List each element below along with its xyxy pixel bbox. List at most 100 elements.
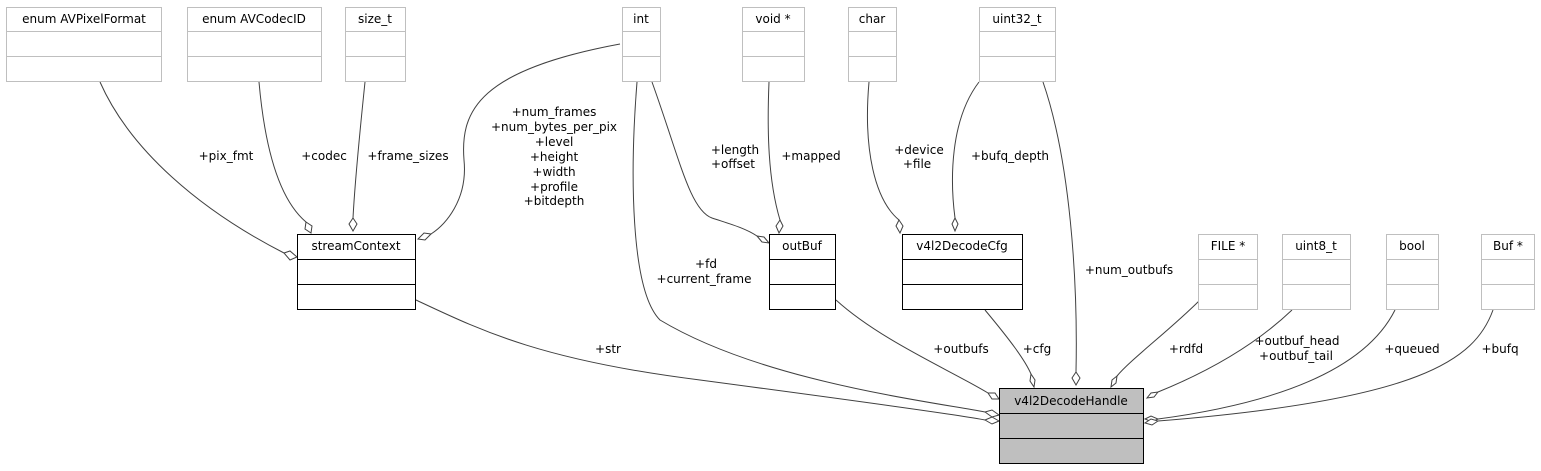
class-name: Buf * [1493,239,1523,253]
diamond-bufq-depth [951,216,959,233]
label-cfg: +cfg [1023,342,1052,356]
class-name: size_t [358,12,392,26]
label-str: +str [595,342,621,356]
class-name: enum AVPixelFormat [22,12,146,26]
label-uint8-handle: +outbuf_head +outbuf_tail [1254,334,1339,363]
edge-labels: +pix_fmt +codec +frame_sizes +num_frames… [199,105,1519,363]
edge-bufq [1157,309,1494,422]
label-bufq: +bufq [1481,342,1518,356]
class-node-bool[interactable]: bool [1386,234,1439,310]
diamond-num-outbufs [1071,371,1081,387]
diamond-char-cfg [895,219,904,235]
diamond-bufq [1143,418,1160,426]
class-name: uint32_t [992,12,1042,26]
edge-cfg [984,309,1032,375]
diamond-pix-fmt [283,250,298,261]
class-node-buf-ptr[interactable]: Buf * [1481,234,1535,310]
class-node-outbuf[interactable]: outBuf [769,234,836,310]
diamond-mapped [775,219,784,235]
class-name: void * [755,12,790,26]
diamond-uint8-handle [1145,391,1160,399]
class-name: FILE * [1211,239,1246,253]
class-name: streamContext [311,239,400,253]
class-node-avcodecid[interactable]: enum AVCodecID [187,7,322,82]
diamond-cfg [1029,372,1036,389]
label-rdfd: +rdfd [1169,342,1203,356]
diamond-int-stream [416,232,433,241]
label-int-stream-line: +height [530,150,579,164]
label-char-cfg-line: +device [894,143,943,157]
edge-outbufs [835,299,989,394]
label-int-stream-line: +num_frames [512,105,597,119]
edge-uint8-handle [1157,309,1293,393]
label-int-stream-line: +width [532,165,575,179]
class-node-int[interactable]: int [622,7,661,82]
edge-frame-sizes [352,81,366,219]
class-node-avpixelformat[interactable]: enum AVPixelFormat [6,7,162,82]
label-char-cfg-line: +file [903,157,931,171]
diamond-codec [304,221,313,234]
class-name: int [633,12,649,26]
class-node-void-ptr[interactable]: void * [742,7,805,82]
edge-num-outbufs [1042,81,1077,373]
diamond-rdfd [1110,374,1118,389]
class-node-char[interactable]: char [848,7,897,82]
label-int-handle-line: +fd [695,257,717,271]
label-int-handle-line: +current_frame [657,272,752,286]
label-char-cfg: +device +file [894,143,943,171]
class-name: bool [1399,239,1425,253]
edge-int-stream [430,43,621,235]
label-int-outbuf-line: +offset [711,157,755,171]
label-int-handle: +fd +current_frame [657,257,752,286]
class-node-uint8-t[interactable]: uint8_t [1282,234,1351,310]
class-node-streamcontext[interactable]: streamContext [297,234,416,310]
edge-int-handle [632,81,986,413]
label-int-outbuf-line: +length [711,143,759,157]
label-int-stream: +num_frames +num_bytes_per_pix +level +h… [491,105,617,208]
class-name: char [859,12,886,26]
diamond-int-outbuf [755,235,771,244]
label-frame-sizes: +frame_sizes [367,149,448,163]
label-pix-fmt: +pix_fmt [199,149,254,163]
label-num-outbufs: +num_outbufs [1085,263,1173,277]
edge-str [415,299,986,421]
label-int-stream-line: +level [535,135,574,149]
label-bufq-depth: +bufq_depth [971,149,1049,163]
edge-bufq-depth [952,81,980,219]
edge-pix-fmt [99,81,285,254]
class-name: v4l2DecodeCfg [916,239,1008,253]
edges [99,43,1494,422]
aggregation-diamonds [283,216,1160,426]
nodes: enum AVPixelFormat enum AVCodecID size_t… [6,7,1535,464]
label-uint8-handle-line: +outbuf_tail [1259,349,1333,363]
class-node-uint32-t[interactable]: uint32_t [979,7,1056,82]
edge-codec [258,81,307,223]
label-outbufs: +outbufs [933,342,988,356]
label-codec: +codec [301,149,347,163]
label-queued: +queued [1384,342,1439,356]
label-int-stream-line: +num_bytes_per_pix [491,120,617,134]
class-name: outBuf [782,239,822,253]
label-int-stream-line: +bitdepth [524,194,585,208]
edge-char-cfg [866,81,900,221]
diamond-outbufs [987,392,1000,400]
class-name: v4l2DecodeHandle [1014,394,1128,408]
class-node-file-ptr[interactable]: FILE * [1198,234,1258,310]
edge-int-outbuf [651,81,758,237]
edge-rdfd [1116,299,1201,377]
edge-mapped [767,81,781,221]
edge-queued [1157,309,1396,420]
class-node-size-t[interactable]: size_t [345,7,406,82]
diamond-str [983,416,1001,425]
label-int-stream-line: +profile [530,180,578,194]
class-node-v4l2decodehandle[interactable]: v4l2DecodeHandle [999,388,1144,464]
class-name: enum AVCodecID [202,12,306,26]
diamond-int-handle [983,409,1001,418]
class-node-v4l2decodecfg[interactable]: v4l2DecodeCfg [902,234,1023,310]
label-uint8-handle-line: +outbuf_head [1254,334,1339,348]
class-name: uint8_t [1295,239,1337,253]
label-int-outbuf: +length +offset [711,143,759,171]
label-mapped: +mapped [781,149,840,163]
diamond-frame-sizes [348,217,358,233]
